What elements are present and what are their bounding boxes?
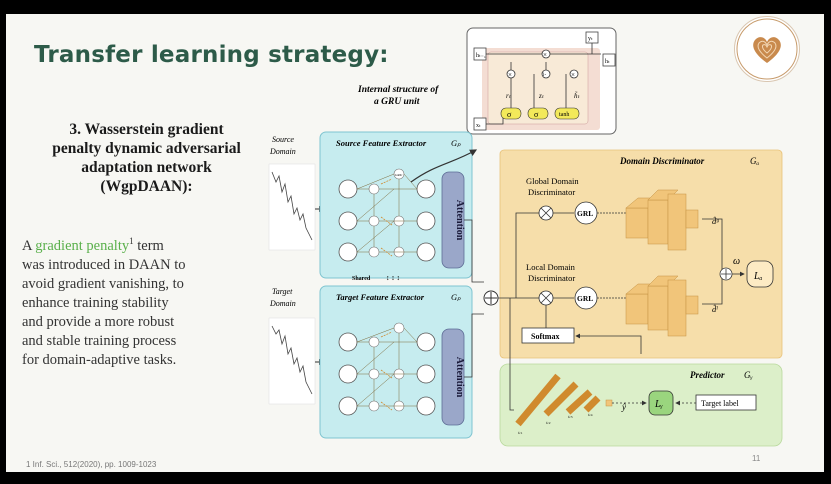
predictor-title: Predictor (690, 370, 725, 380)
gru-internal-structure: hₜ₋₁ xₜ hₜ yₜ × × 1- × rₜ zₜ h̃ₜ σ σ tan… (466, 27, 617, 135)
gru-r-label: rₜ (506, 92, 512, 100)
predictor-layer-label: fc1 (518, 431, 523, 435)
footnote: 1 Inf. Sci., 512(2020), pp. 1009-1023 (26, 460, 157, 469)
target-feature-extractor: Target Feature Extractor Gₚ Attention (319, 285, 473, 439)
global-discriminator-label: Discriminator (528, 187, 575, 197)
body-line: and provide a more robust (22, 313, 175, 330)
predictor-fc-layers (515, 373, 601, 427)
domain-loss-label: Lₐ (753, 271, 763, 282)
global-fc-layers (625, 189, 699, 251)
gru-y-label: yₜ (588, 36, 593, 42)
gru-times-top: × (543, 51, 547, 59)
section-subheading: 3. Wasserstein gradient penalty dynamic … (24, 120, 269, 196)
body-line-first: A gradient penalty1 term (22, 232, 272, 256)
body-paragraph: A gradient penalty1 term was introduced … (22, 232, 272, 370)
target-label-text: Target label (701, 399, 739, 408)
body-line: for domain-adaptive tasks. (22, 351, 177, 368)
gru-caption-line: a GRU unit (374, 97, 420, 107)
source-attention-label: Attention (454, 200, 465, 241)
body-line: was introduced in DAAN to (22, 256, 186, 273)
target-label-box (695, 394, 757, 411)
source-feature-extractor: Source Feature Extractor Gₚ GRU Attentio… (319, 131, 473, 279)
gru-x-label: xₜ (476, 123, 481, 129)
subheading-line: 3. Wasserstein gradient (69, 121, 224, 138)
target-domain-label: Domain (269, 299, 296, 308)
gru-h-label: hₜ (605, 59, 610, 65)
gru-z-label: zₜ (538, 92, 545, 100)
global-discriminator-label: Global Domain (526, 176, 579, 186)
local-fc-layers (625, 275, 699, 337)
body-line: avoid gradient vanishing, to (22, 275, 184, 292)
body-prefix: A (22, 237, 36, 254)
source-extractor-symbol: Gₚ (451, 138, 461, 148)
wood-day-logo (734, 16, 800, 82)
domain-discriminator-symbol: Gₐ (750, 156, 759, 166)
slide-title: Transfer learning strategy: (34, 42, 389, 68)
page-number: 11 (752, 454, 761, 463)
footnote-ref: 1 (129, 236, 134, 246)
source-extractor-title: Source Feature Extractor (336, 138, 427, 148)
omega-label: ω (733, 256, 740, 267)
softmax-label: Softmax (531, 332, 559, 341)
local-discriminator-label: Local Domain (526, 262, 576, 272)
prediction-yhat: ŷ (621, 402, 626, 412)
domain-discriminator: Domain Discriminator Gₐ Global Domain Di… (498, 149, 783, 359)
grl-local-label: GRL (577, 294, 593, 303)
predictor-symbol: Gᵧ (744, 370, 753, 380)
gru-sigma-r: σ (507, 110, 512, 119)
gradient-penalty-highlight: gradient penalty (35, 237, 130, 254)
predictor: Predictor Gᵧ fc1 fc2 fc3 fc4 ŷ Lᵧ Target… (499, 298, 783, 447)
slide: Transfer learning strategy: 3. Wasserste… (6, 14, 824, 472)
shared-arrows: ↕ ↕ ↕ (386, 274, 400, 282)
domain-discriminator-title: Domain Discriminator (619, 156, 705, 166)
shared-label: Shared (352, 276, 371, 282)
source-domain-label: Source (272, 135, 294, 144)
heart-rings-icon (736, 18, 798, 80)
softmax-box (521, 327, 575, 344)
target-domain-label: Target (272, 287, 293, 296)
gru-one-minus: 1- (542, 73, 547, 78)
predictor-layer-label: fc2 (546, 421, 551, 425)
gru-htilde-label: h̃ₜ (574, 92, 581, 100)
local-discriminator-label: Discriminator (528, 273, 575, 283)
grl-global-label: GRL (577, 209, 593, 218)
subheading-line: adaptation network (81, 159, 212, 176)
target-extractor-symbol: Gₚ (451, 292, 461, 302)
body-suffix: term (133, 237, 164, 254)
wgpdaan-diagram: hₜ₋₁ xₜ hₜ yₜ × × 1- × rₜ zₜ h̃ₜ σ σ tan… (268, 27, 783, 447)
gru-node-label: GRU (395, 173, 403, 177)
body-line: and stable training process (22, 332, 177, 349)
gru-times-r: × (508, 71, 512, 79)
gru-times-h: × (571, 71, 575, 79)
source-domain-label: Domain (269, 147, 296, 156)
body-line: enhance training stability (22, 294, 169, 311)
gru-sigma-z: σ (534, 110, 539, 119)
subheading-line: (WgpDAAN): (100, 178, 193, 195)
target-extractor-title: Target Feature Extractor (336, 292, 425, 302)
source-signal-image (268, 163, 316, 251)
gru-caption-line: Internal structure of (357, 85, 439, 95)
global-domain-output: d̂ᵍ (712, 215, 719, 226)
predictor-layer-label: fc4 (588, 413, 593, 417)
target-attention-label: Attention (454, 357, 465, 398)
gru-hprev-label: hₜ₋₁ (476, 53, 486, 59)
prediction-loss-label: Lᵧ (654, 399, 664, 410)
predictor-layer-label: fc3 (568, 415, 573, 419)
gru-tanh: tanh (559, 112, 569, 118)
target-signal-image (268, 317, 316, 405)
subheading-line: penalty dynamic adversarial (52, 140, 241, 157)
local-domain-output: d̂ˡ (712, 303, 718, 314)
